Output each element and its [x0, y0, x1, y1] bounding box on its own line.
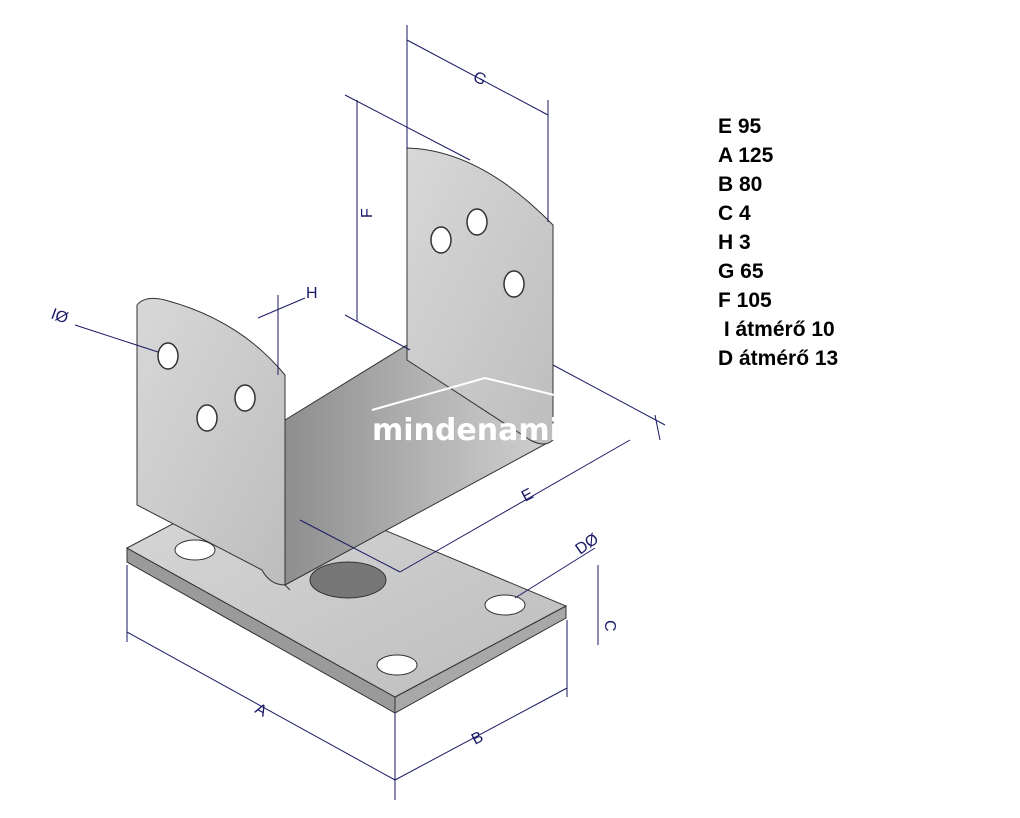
watermark: mindenamit [371, 376, 596, 448]
spec-item: B 80 [718, 173, 763, 196]
dimension-lines [74, 25, 666, 800]
dim-label-a: A [252, 701, 270, 721]
spec-item: C 4 [718, 202, 751, 225]
plate-hole [234, 384, 256, 412]
base-hole [174, 539, 216, 561]
base-hole [376, 654, 418, 676]
svg-text:mindenamit: mindenamit [372, 413, 574, 448]
dim-label-h: H [306, 285, 318, 302]
dim-label-g: G [470, 69, 489, 90]
dim-label-b: B [469, 729, 486, 749]
spec-item: I átmérő 10 [718, 318, 835, 341]
spec-list: E 95 A 125 B 80 C 4 H 3 G 65 F 105 I átm… [718, 112, 838, 373]
dim-label-d: DØ [573, 531, 602, 559]
spec-item: D átmérő 13 [718, 347, 839, 370]
plate-hole [157, 342, 179, 370]
base-hole [484, 594, 526, 616]
spec-item: G 65 [718, 260, 764, 283]
plate-hole [430, 226, 452, 254]
spec-item: E 95 [718, 115, 762, 138]
plate-hole [196, 404, 218, 432]
center-hole [309, 561, 387, 599]
dim-label-f: F [359, 208, 376, 218]
dim-label-i: IØ [49, 306, 71, 328]
spec-item: F 105 [718, 289, 772, 312]
dim-label-c: C [601, 620, 618, 632]
u-channel [136, 147, 554, 591]
spec-item: A 125 [718, 144, 774, 167]
plate-hole [466, 208, 488, 236]
plate-hole [503, 270, 525, 298]
spec-item: H 3 [718, 231, 751, 254]
